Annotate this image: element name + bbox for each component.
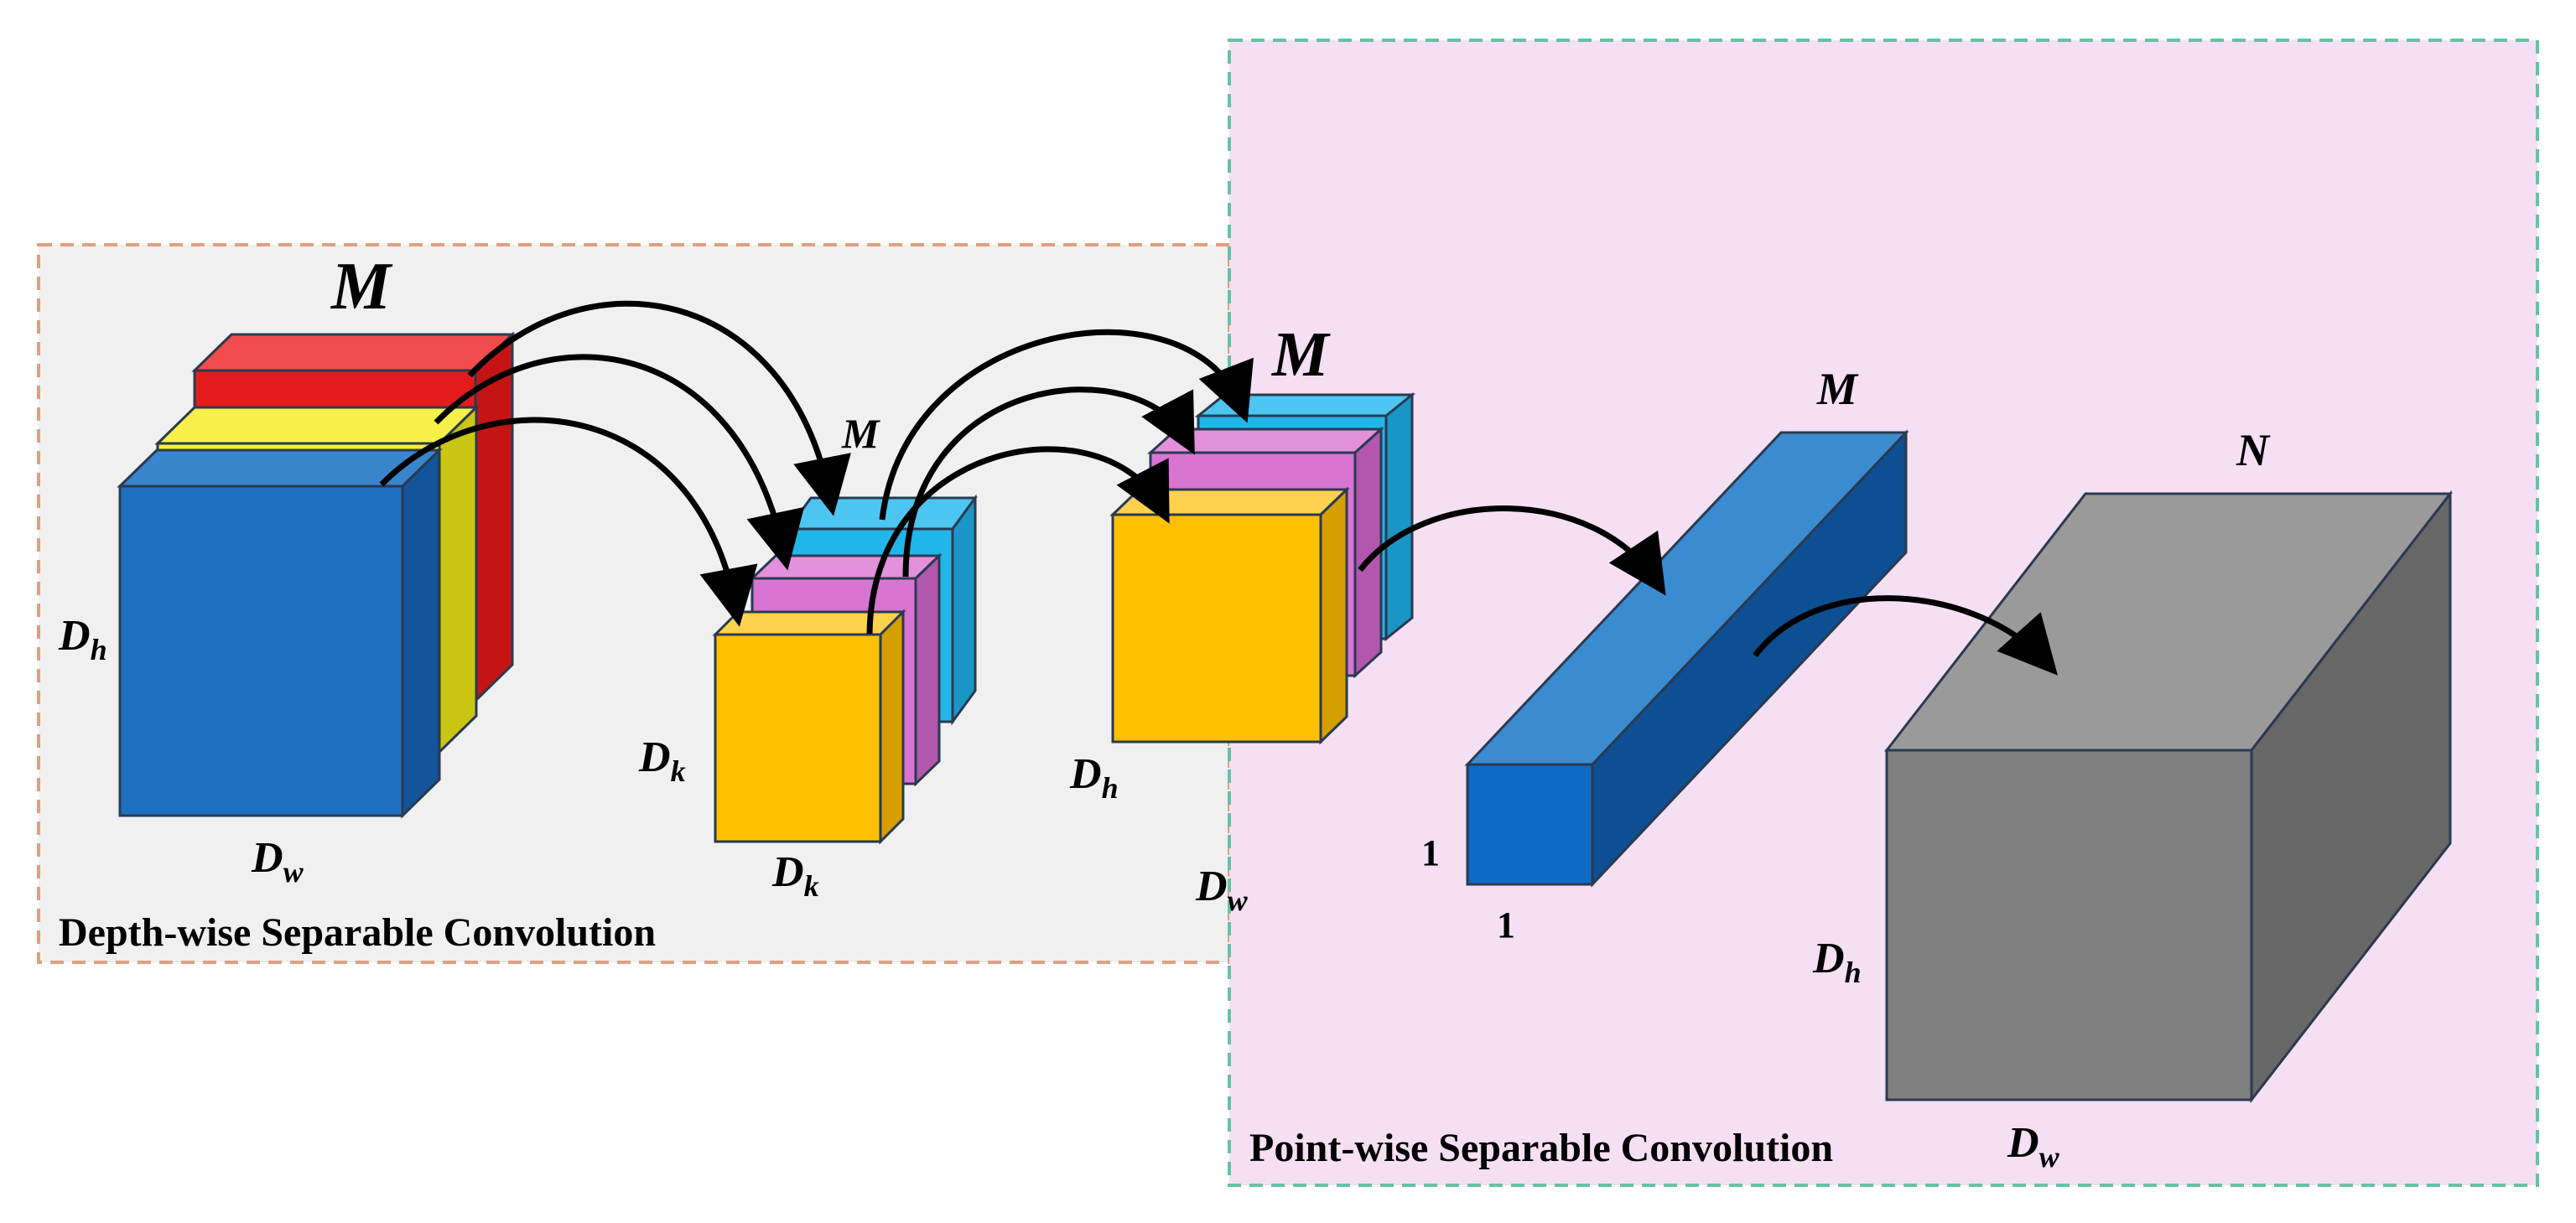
- output-gray-block: [1883, 490, 2454, 1104]
- label-kernel-Dk-bottom: Dk: [771, 848, 819, 903]
- arrow-orange-kernel-to-output: [866, 446, 1170, 635]
- label-input-M: M: [330, 250, 393, 324]
- arrows: [379, 300, 2058, 676]
- label-kernel-Dk-left: Dk: [638, 733, 686, 788]
- label-dw-output-Dh: Dh: [1069, 750, 1119, 805]
- label-dw-output-M: M: [1271, 319, 1331, 390]
- label-output-Dw: Dw: [2007, 1119, 2060, 1174]
- dw-output-orange: [1109, 486, 1350, 745]
- arrow-pw-kernel-to-output: [1753, 595, 2058, 676]
- label-input-Dw: Dw: [251, 834, 304, 889]
- pw-kernel-bar: [1464, 429, 1909, 888]
- arrow-red-to-kernel: [467, 300, 851, 516]
- label-kernel-M: M: [841, 410, 880, 457]
- arrow-yellow-to-kernel: [434, 354, 805, 571]
- input-blue-slab: [117, 447, 443, 819]
- pointwise-title: Point-wise Separable Convolution: [1249, 1126, 1833, 1170]
- label-dw-output-Dw: Dw: [1195, 863, 1249, 917]
- label-input-Dh: Dh: [58, 612, 107, 666]
- label-output-N: N: [2236, 425, 2271, 475]
- label-pw-kernel-one-vertical: 1: [1421, 832, 1440, 873]
- arrow-dw-output-to-pw-kernel: [1358, 505, 1666, 596]
- label-pw-kernel-M: M: [1816, 364, 1859, 414]
- arrow-cyan-kernel-to-output: [879, 329, 1254, 521]
- label-output-Dh: Dh: [1812, 935, 1862, 989]
- depthwise-title: Depth-wise Separable Convolution: [59, 910, 656, 955]
- kernel-orange: [712, 609, 906, 845]
- label-pw-kernel-one-horizontal: 1: [1497, 904, 1515, 946]
- arrow-blue-to-kernel: [379, 417, 758, 627]
